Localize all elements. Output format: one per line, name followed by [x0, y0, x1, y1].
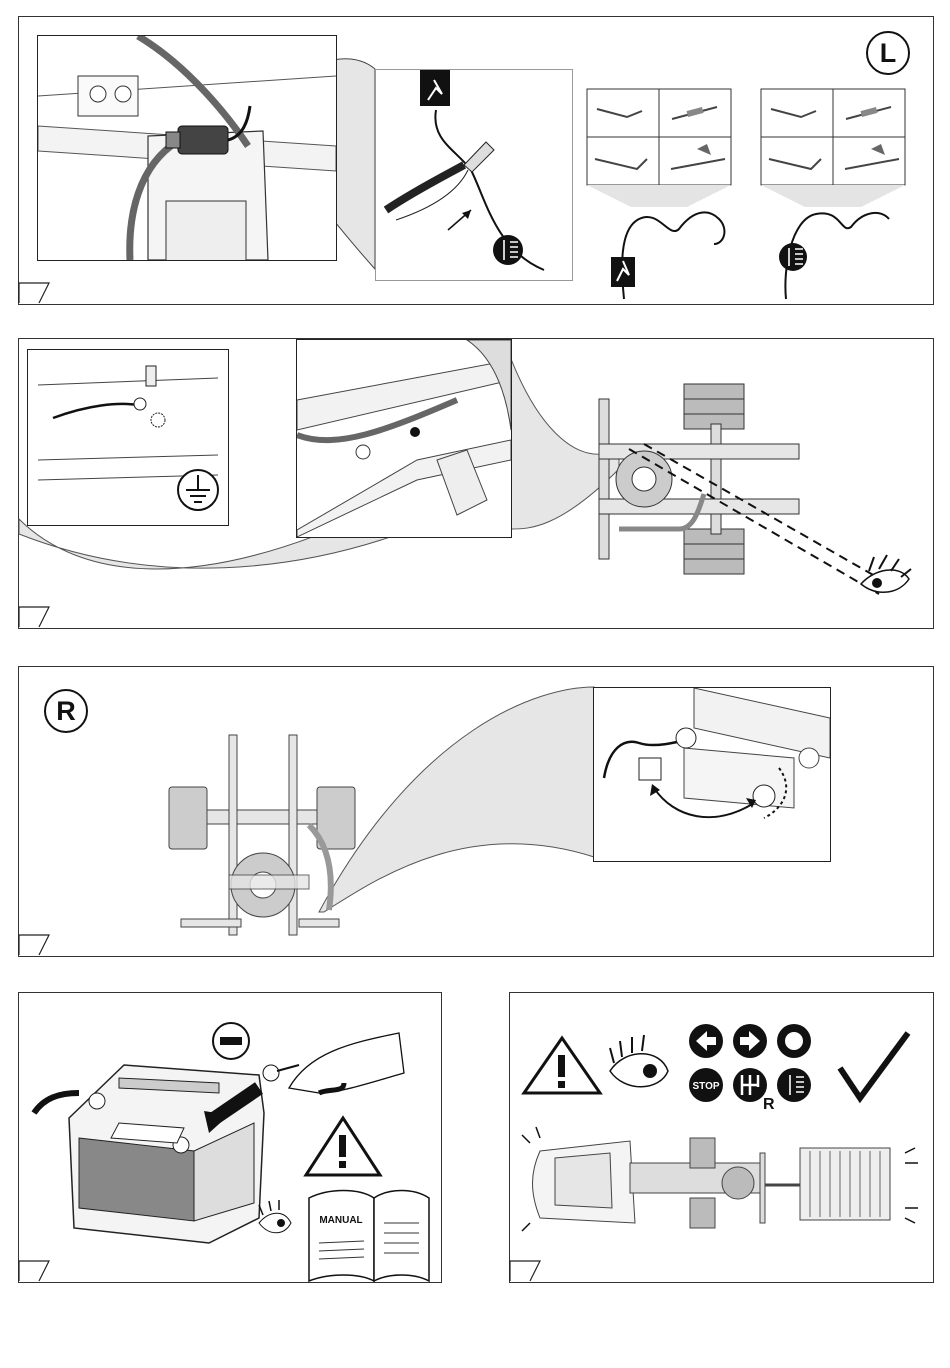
wire-connector [178, 126, 228, 154]
step-panel-battery: MANUAL [18, 992, 442, 1283]
vehicle-connector-detail [37, 35, 337, 261]
step-panel-ground [18, 338, 934, 629]
fog-lamp-icon [493, 235, 523, 265]
minus-symbol-icon [213, 1023, 249, 1059]
final-check-illustration: STOP R [510, 993, 933, 1282]
ground-bolt-detail [27, 349, 229, 526]
stop-label: STOP [692, 1081, 719, 1092]
hand-icon [263, 1033, 404, 1093]
manual-label: MANUAL [319, 1215, 362, 1226]
car-with-trailer-icon [522, 1127, 918, 1231]
step-panel-right-wiring: R [18, 666, 934, 957]
battery-illustration: MANUAL [19, 993, 441, 1282]
turn-right-icon [733, 1024, 767, 1058]
manual-book-icon [309, 1191, 429, 1282]
tow-bar-top-view [169, 735, 369, 935]
chassis-ground-detail [296, 339, 512, 538]
cut-wire-detail [375, 69, 573, 281]
turn-left-icon [689, 1024, 723, 1058]
pliers-icon [386, 142, 494, 220]
eye-icon [259, 1200, 291, 1233]
eye-icon [610, 1035, 668, 1087]
bolt-icon [146, 366, 156, 386]
bolt-icon [90, 86, 106, 102]
chassis-top-view [599, 379, 919, 639]
warning-triangle-icon [524, 1038, 600, 1093]
wire-to-switch [599, 189, 749, 299]
warning-triangle-icon [306, 1118, 380, 1175]
wire-connector [639, 758, 661, 780]
rear-socket-detail [593, 687, 831, 862]
eye-icon [861, 555, 911, 592]
fog-lamp-icon [777, 1068, 811, 1102]
light-icon [777, 1024, 811, 1058]
fog-lamp-icon [779, 243, 807, 271]
step-panel-final-check: STOP R [509, 992, 934, 1283]
reverse-label: R [763, 1096, 775, 1113]
wire-to-fog-lamp [771, 189, 921, 299]
checkmark-icon [840, 1033, 908, 1098]
step-panel-left-wiring: L [18, 16, 934, 305]
reverse-gear-icon [733, 1068, 767, 1102]
washer-icon [151, 413, 165, 427]
